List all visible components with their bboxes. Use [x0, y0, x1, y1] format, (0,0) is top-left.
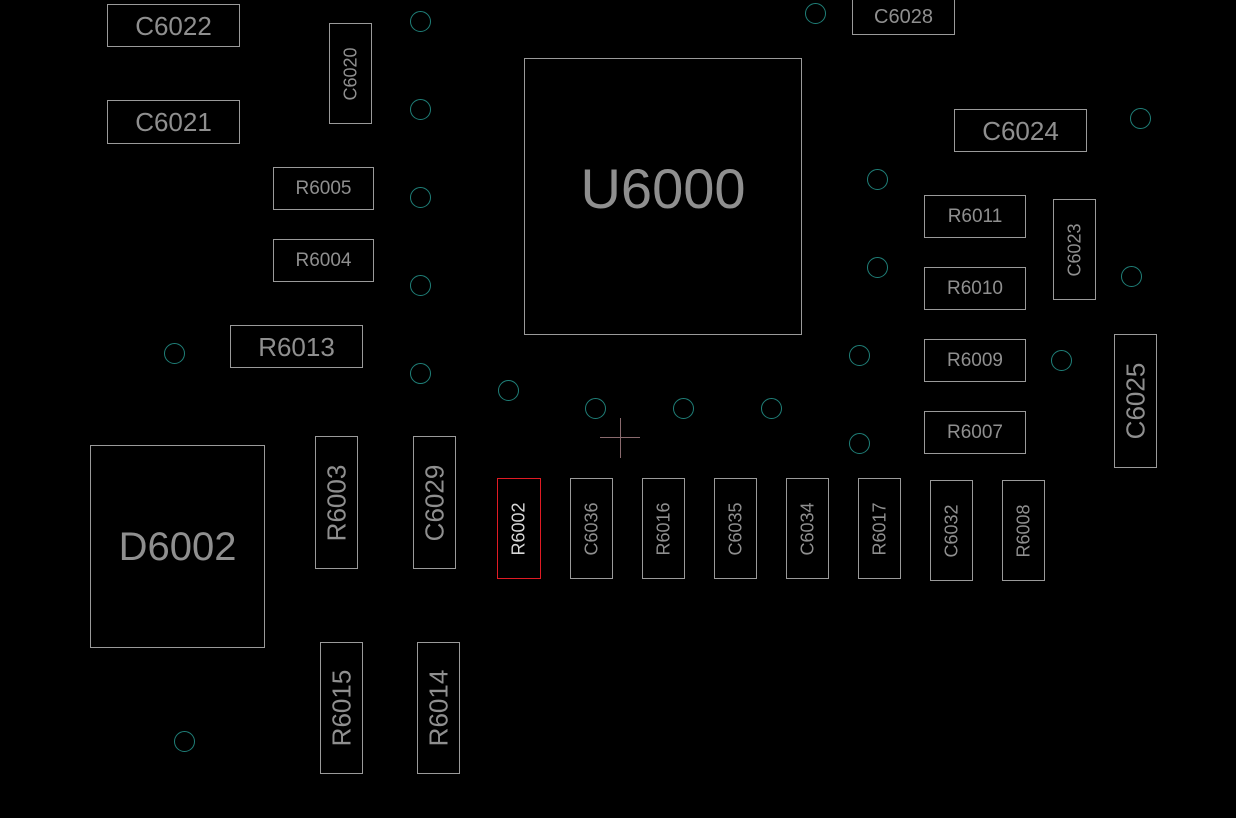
component-label: C6035: [725, 501, 746, 556]
component-label: C6032: [941, 503, 962, 558]
component-r6015[interactable]: R6015: [320, 642, 363, 774]
component-label: R6013: [258, 331, 335, 362]
component-c6035[interactable]: C6035: [714, 478, 757, 579]
component-label: R6002: [509, 501, 530, 556]
component-label: C6034: [797, 501, 818, 556]
via-pad[interactable]: [410, 275, 431, 296]
component-c6024[interactable]: C6024: [954, 109, 1087, 152]
component-r6010[interactable]: R6010: [924, 267, 1026, 310]
via-pad[interactable]: [174, 731, 195, 752]
component-label: C6024: [982, 115, 1059, 146]
component-c6029[interactable]: C6029: [413, 436, 456, 569]
via-pad[interactable]: [410, 11, 431, 32]
component-label: R6015: [326, 669, 357, 747]
via-pad[interactable]: [164, 343, 185, 364]
component-label: R6017: [869, 501, 890, 556]
component-c6025[interactable]: C6025: [1114, 334, 1157, 468]
component-r6013[interactable]: R6013: [230, 325, 363, 368]
component-c6022[interactable]: C6022: [107, 4, 240, 47]
via-pad[interactable]: [1051, 350, 1072, 371]
component-label: C6025: [1120, 362, 1151, 440]
component-label: C6036: [581, 501, 602, 556]
component-label: C6020: [340, 46, 361, 101]
component-r6011[interactable]: R6011: [924, 195, 1026, 238]
via-pad[interactable]: [410, 99, 431, 120]
via-pad[interactable]: [867, 257, 888, 278]
component-label: R6003: [321, 464, 352, 541]
component-label: C6021: [135, 107, 212, 137]
component-c6021[interactable]: C6021: [107, 100, 240, 144]
component-r6016[interactable]: R6016: [642, 478, 685, 579]
via-pad[interactable]: [410, 363, 431, 384]
component-r6008[interactable]: R6008: [1002, 480, 1045, 581]
via-pad[interactable]: [498, 380, 519, 401]
component-c6032[interactable]: C6032: [930, 480, 973, 581]
via-pad[interactable]: [849, 345, 870, 366]
component-r6004[interactable]: R6004: [273, 239, 374, 282]
via-pad[interactable]: [410, 187, 431, 208]
component-label: R6010: [947, 278, 1003, 299]
component-label: R6016: [653, 501, 674, 556]
component-d6002[interactable]: D6002: [90, 445, 265, 648]
component-label: C6023: [1064, 222, 1085, 277]
via-pad[interactable]: [585, 398, 606, 419]
via-pad[interactable]: [805, 3, 826, 24]
component-label: D6002: [118, 524, 237, 569]
component-r6003[interactable]: R6003: [315, 436, 358, 569]
component-label: R6005: [295, 178, 352, 199]
component-c6020[interactable]: C6020: [329, 23, 372, 124]
component-label: C6028: [874, 5, 933, 28]
cursor-crosshair: [600, 418, 640, 458]
component-r6005[interactable]: R6005: [273, 167, 374, 210]
component-r6009[interactable]: R6009: [924, 339, 1026, 382]
via-pad[interactable]: [761, 398, 782, 419]
component-c6023[interactable]: C6023: [1053, 199, 1096, 300]
component-r6017[interactable]: R6017: [858, 478, 901, 579]
component-label: R6011: [947, 206, 1003, 227]
component-c6036[interactable]: C6036: [570, 478, 613, 579]
component-c6028[interactable]: C6028: [852, 0, 955, 35]
component-r6014[interactable]: R6014: [417, 642, 460, 774]
component-r6002[interactable]: R6002: [497, 478, 541, 579]
component-label: U6000: [580, 156, 746, 220]
component-r6007[interactable]: R6007: [924, 411, 1026, 454]
component-c6034[interactable]: C6034: [786, 478, 829, 579]
component-label: C6022: [135, 10, 212, 41]
component-label: R6004: [295, 250, 352, 271]
via-pad[interactable]: [673, 398, 694, 419]
via-pad[interactable]: [1121, 266, 1142, 287]
component-label: R6014: [423, 669, 454, 747]
component-label: R6009: [947, 350, 1003, 371]
via-pad[interactable]: [1130, 108, 1151, 129]
component-u6000[interactable]: U6000: [524, 58, 802, 335]
component-label: R6008: [1013, 503, 1034, 558]
component-label: C6029: [419, 464, 450, 541]
component-label: R6007: [947, 422, 1003, 443]
via-pad[interactable]: [867, 169, 888, 190]
via-pad[interactable]: [849, 433, 870, 454]
